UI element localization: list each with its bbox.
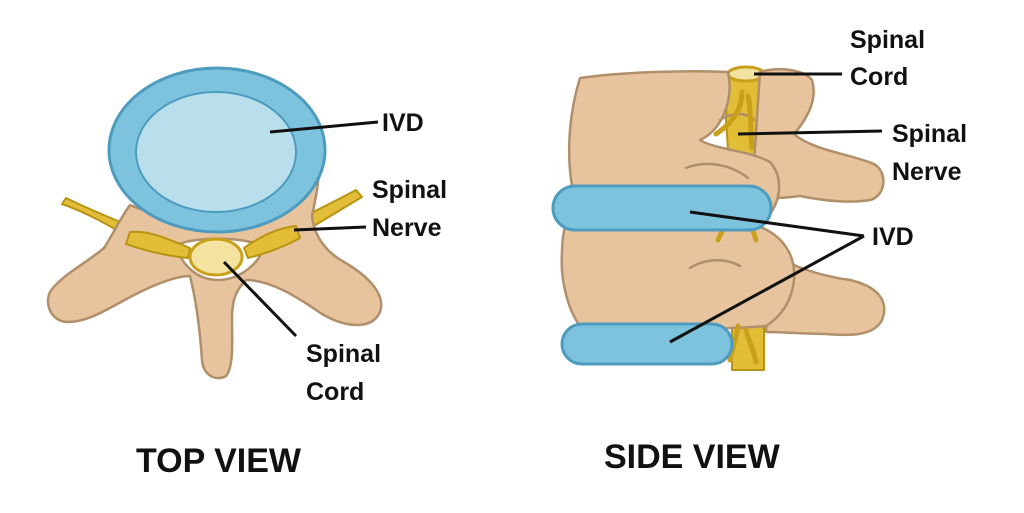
top-view-cord-label-line1: Spinal bbox=[306, 340, 381, 368]
side-view-nerve-label-line1: Spinal bbox=[892, 120, 967, 148]
top-view-ivd-nucleus bbox=[135, 91, 297, 213]
side-view-caption: SIDE VIEW bbox=[604, 438, 781, 476]
top-view-nerve-roots bbox=[125, 225, 301, 259]
side-view-ivd-upper bbox=[551, 184, 773, 232]
top-view-ivd-label: IVD bbox=[382, 109, 424, 137]
top-view-spinal-cord bbox=[188, 237, 244, 277]
side-view-spinous-process-upper bbox=[750, 68, 885, 203]
side-view-surface-line-1 bbox=[684, 162, 750, 180]
top-view-cord-label-line2: Cord bbox=[306, 378, 364, 406]
top-view: IVD Spinal Nerve Spinal Cord TOP VIEW bbox=[46, 66, 447, 480]
side-view-cord-label-line2: Cord bbox=[850, 63, 908, 91]
side-view-surface-line-2 bbox=[688, 259, 742, 270]
side-view: Spinal Cord Spinal Nerve IVD SIDE VIEW bbox=[551, 26, 967, 476]
side-view-vertebral-body-middle bbox=[560, 220, 796, 331]
top-view-nerve-leader bbox=[293, 225, 367, 232]
side-view-ivd-leader-lower bbox=[669, 234, 865, 344]
side-view-nerve-label-line2: Nerve bbox=[892, 158, 962, 186]
top-view-nerve-label-line1: Spinal bbox=[372, 176, 447, 204]
side-view-cord-label-line1: Spinal bbox=[850, 26, 925, 54]
top-view-caption: TOP VIEW bbox=[136, 442, 302, 480]
top-view-ivd-leader bbox=[269, 120, 379, 134]
top-view-nerve-label-line2: Nerve bbox=[372, 214, 442, 242]
top-view-cord-leader bbox=[222, 260, 298, 338]
side-view-ivd-lower bbox=[560, 322, 734, 366]
side-view-ivd-label: IVD bbox=[872, 223, 914, 251]
side-view-ivd-leader-upper bbox=[689, 210, 865, 238]
side-view-nerve-leader bbox=[737, 129, 883, 136]
